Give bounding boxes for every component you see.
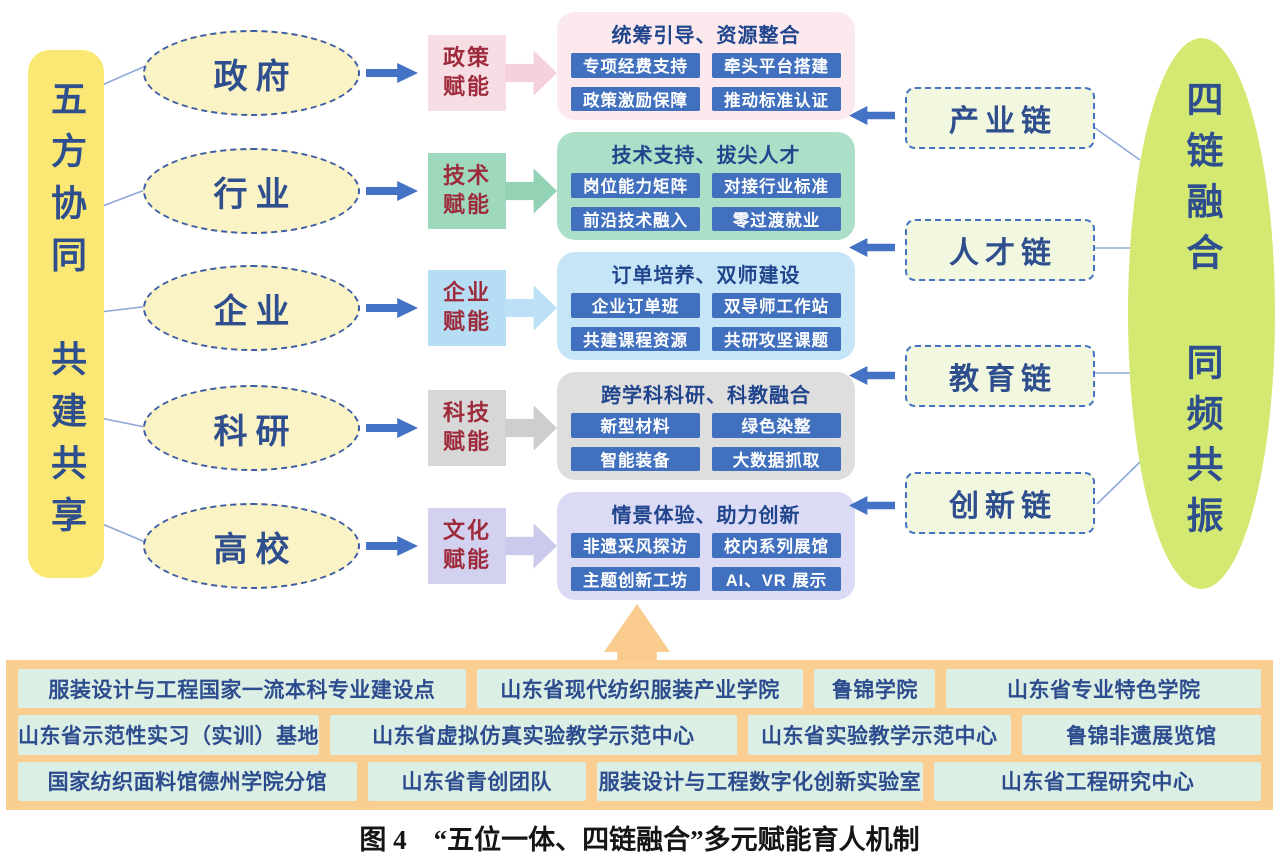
- actor-label: 高校: [213, 530, 298, 569]
- left-arrow-icon: [849, 238, 895, 257]
- panel-item: 牵头平台搭建: [712, 53, 841, 78]
- chain-box-innovation-chain: 创新链: [905, 472, 1095, 534]
- actor-ellipse-research: 科研: [143, 385, 360, 471]
- foundation-item: 山东省虚拟仿真实验教学示范中心: [330, 715, 737, 755]
- right-banner: 四链融合 同频共振: [1128, 38, 1275, 589]
- left-banner: 五方协同 共建共享: [28, 50, 104, 578]
- panel-technology: 技术支持、拔尖人才 岗位能力矩阵 对接行业标准 前沿技术融入 零过渡就业: [557, 132, 855, 240]
- panel-title: 跨学科科研、科教融合: [601, 385, 811, 407]
- empower-label: 技术赋能: [442, 163, 491, 217]
- panel-title: 订单培养、双师建设: [611, 265, 801, 287]
- empower-label: 政策赋能: [442, 45, 491, 99]
- panel-policy: 统筹引导、资源整合 专项经费支持 牵头平台搭建 政策激励保障 推动标准认证: [557, 12, 855, 120]
- actor-label: 行业: [213, 175, 298, 214]
- left-arrow-icon: [849, 496, 895, 515]
- foundation-row: 国家纺织面料馆德州学院分馆 山东省青创团队 服装设计与工程数字化创新实验室 山东…: [18, 761, 1261, 801]
- empower-box-technology: 技术赋能: [428, 153, 506, 229]
- right-banner-bottom-text: 同频共振: [1181, 343, 1222, 547]
- panel-item: 企业订单班: [571, 293, 700, 318]
- foundation-item: 山东省示范性实习（实训）基地: [18, 715, 319, 755]
- panel-item: AI、VR 展示: [712, 566, 841, 591]
- foundation-item: 山东省实验教学示范中心: [747, 715, 1011, 755]
- actor-ellipse-government: 政府: [143, 30, 360, 116]
- empower-label: 文化赋能: [442, 518, 491, 572]
- panel-item: 双导师工作站: [712, 293, 841, 318]
- block-arrow-icon: [505, 50, 557, 96]
- empower-box-scitech: 科技赋能: [428, 390, 506, 466]
- panel-item: 前沿技术融入: [571, 206, 700, 231]
- empower-box-policy: 政策赋能: [428, 35, 506, 111]
- foundation-item: 鲁锦非遗展览馆: [1021, 715, 1261, 755]
- chain-box-talent-chain: 人才链: [905, 219, 1095, 281]
- foundation-item: 服装设计与工程国家一流本科专业建设点: [18, 669, 466, 709]
- chain-box-education-chain: 教育链: [905, 345, 1095, 407]
- up-arrow-icon: [604, 604, 670, 661]
- foundation-item: 国家纺织面料馆德州学院分馆: [18, 761, 357, 801]
- foundation-item: 山东省工程研究中心: [934, 761, 1261, 801]
- right-arrow-icon: [366, 536, 418, 556]
- panel-scitech: 跨学科科研、科教融合 新型材料 绿色染整 智能装备 大数据抓取: [557, 372, 855, 480]
- block-arrow-icon: [505, 523, 557, 569]
- panel-item: 大数据抓取: [712, 446, 841, 471]
- empower-label: 科技赋能: [442, 400, 491, 454]
- panel-item: 对接行业标准: [712, 173, 841, 198]
- right-arrow-icon: [366, 418, 418, 438]
- panel-item: 新型材料: [571, 413, 700, 438]
- panel-item: 智能装备: [571, 446, 700, 471]
- actor-ellipse-university: 高校: [143, 503, 360, 589]
- left-banner-bottom-text: 共建共享: [46, 340, 87, 548]
- panel-item: 推动标准认证: [712, 86, 841, 111]
- chain-label: 人才链: [949, 237, 1057, 270]
- actor-ellipse-industry: 行业: [143, 148, 360, 234]
- panel-item: 政策激励保障: [571, 86, 700, 111]
- panel-item: 主题创新工坊: [571, 566, 700, 591]
- empower-box-culture: 文化赋能: [428, 508, 506, 584]
- block-arrow-icon: [505, 405, 557, 451]
- foundation-item: 山东省专业特色学院: [946, 669, 1261, 709]
- panel-item: 绿色染整: [712, 413, 841, 438]
- chain-label: 产业链: [949, 105, 1057, 138]
- foundation-row: 山东省示范性实习（实训）基地 山东省虚拟仿真实验教学示范中心 山东省实验教学示范…: [18, 715, 1261, 755]
- actor-label: 政府: [213, 57, 298, 96]
- right-arrow-icon: [366, 298, 418, 318]
- actor-ellipse-enterprise: 企业: [143, 265, 360, 351]
- foundation-row: 服装设计与工程国家一流本科专业建设点 山东省现代纺织服装产业学院 鲁锦学院 山东…: [18, 669, 1261, 709]
- right-arrow-icon: [366, 63, 418, 83]
- panel-enterprise: 订单培养、双师建设 企业订单班 双导师工作站 共建课程资源 共研攻坚课题: [557, 252, 855, 360]
- panel-item: 非遗采风探访: [571, 533, 700, 558]
- foundation-item: 服装设计与工程数字化创新实验室: [596, 761, 924, 801]
- panel-item: 共建课程资源: [571, 326, 700, 351]
- panel-culture: 情景体验、助力创新 非遗采风探访 校内系列展馆 主题创新工坊 AI、VR 展示: [557, 492, 855, 600]
- block-arrow-icon: [505, 168, 557, 214]
- panel-title: 情景体验、助力创新: [611, 505, 801, 527]
- actor-label: 企业: [213, 292, 298, 331]
- figure-caption: 图 4 “五位一体、四链融合”多元赋能育人机制: [359, 825, 920, 855]
- chain-box-industry-chain: 产业链: [905, 87, 1095, 149]
- left-arrow-icon: [849, 366, 895, 385]
- empower-box-enterprise: 企业赋能: [428, 270, 506, 346]
- foundation-item: 山东省青创团队: [367, 761, 586, 801]
- panel-title: 技术支持、拔尖人才: [611, 145, 801, 167]
- panel-item: 零过渡就业: [712, 206, 841, 231]
- right-banner-top-text: 四链融合: [1181, 80, 1222, 284]
- foundation-item: 山东省现代纺织服装产业学院: [476, 669, 804, 709]
- left-banner-top-text: 五方协同: [46, 80, 87, 288]
- right-arrow-icon: [366, 181, 418, 201]
- actor-label: 科研: [213, 412, 298, 451]
- left-arrow-icon: [849, 106, 895, 125]
- panel-item: 校内系列展馆: [712, 533, 841, 558]
- empower-label: 企业赋能: [442, 280, 491, 334]
- foundation-item: 鲁锦学院: [814, 669, 936, 709]
- panel-item: 专项经费支持: [571, 53, 700, 78]
- block-arrow-icon: [505, 285, 557, 331]
- panel-item: 共研攻坚课题: [712, 326, 841, 351]
- panel-title: 统筹引导、资源整合: [611, 25, 801, 47]
- panel-item: 岗位能力矩阵: [571, 173, 700, 198]
- chain-label: 教育链: [949, 363, 1057, 396]
- foundation-strip: 服装设计与工程国家一流本科专业建设点 山东省现代纺织服装产业学院 鲁锦学院 山东…: [6, 660, 1273, 810]
- chain-label: 创新链: [949, 490, 1057, 523]
